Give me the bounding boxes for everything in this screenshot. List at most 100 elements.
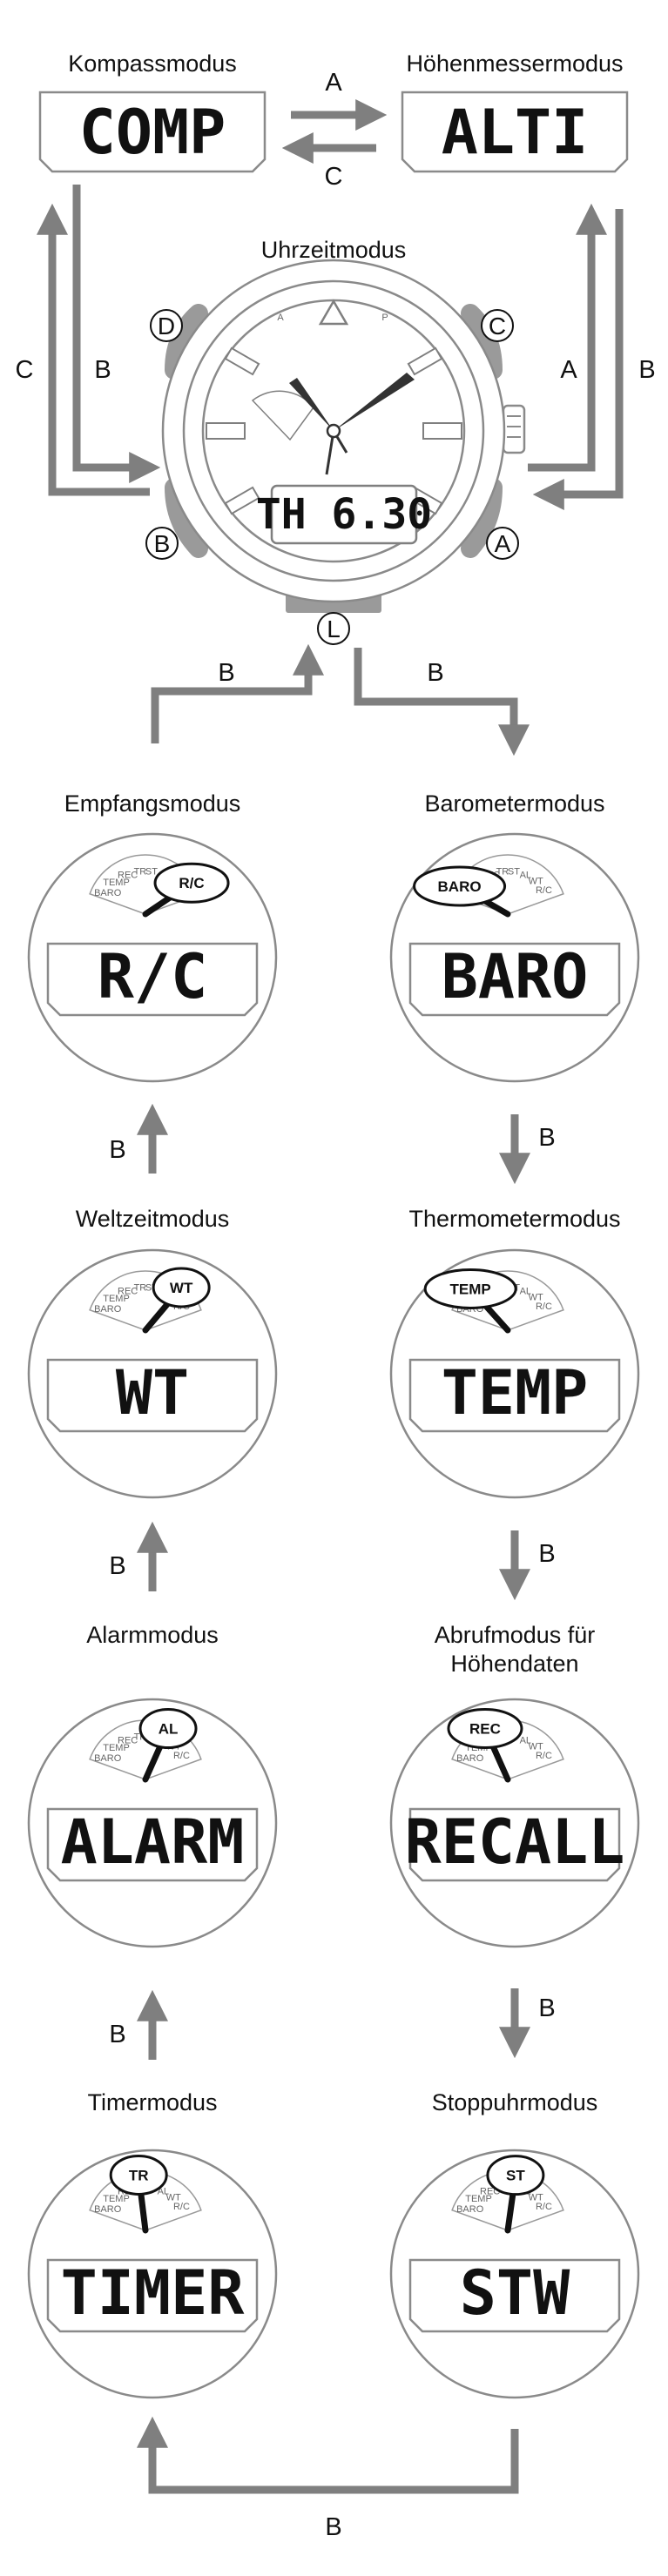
subdial-label: BARO <box>456 2204 484 2215</box>
crown[interactable] <box>502 404 526 454</box>
second-hand <box>325 430 335 475</box>
mode-highlight-label: R/C <box>179 875 204 891</box>
subdial-label: WT <box>529 1293 543 1303</box>
hour-index-3 <box>422 422 462 440</box>
flow-label-b5: B <box>109 2021 125 2048</box>
arrow-label-down-left-b: B <box>218 659 234 687</box>
subdial-label: REC <box>118 870 138 880</box>
mode-display-frame <box>46 2258 259 2333</box>
mode-highlight-label: BARO <box>438 878 482 895</box>
subdial-label: TEMP <box>103 2194 130 2204</box>
subdial-label: REC <box>118 1735 138 1745</box>
mode-display-text: TEMP <box>442 1357 589 1429</box>
altimeter-mode-title: Höhenmessermodus <box>406 50 623 77</box>
watch-digital-display <box>270 484 418 545</box>
mode-display-text: STW <box>460 2257 570 2329</box>
button-d-pusher[interactable] <box>165 304 208 380</box>
mode-highlight-ellipse <box>486 2155 545 2196</box>
subdial-label: BARO <box>456 1753 484 1764</box>
mode-highlight-label: REC <box>469 1721 501 1738</box>
mode-highlight-label: AL <box>159 1721 179 1738</box>
arrow-label-a: A <box>325 69 342 97</box>
mode-hand <box>142 1300 172 1334</box>
subdial-label: AL <box>520 1286 531 1296</box>
mode-highlight-label: TEMP <box>450 1281 491 1297</box>
subdial-label: BARO <box>94 1304 122 1315</box>
mode-display-frame <box>408 2258 621 2333</box>
flow-label-b1: B <box>109 1136 125 1164</box>
mode-watch-3: BAROTEMPRECTRSTALR/CWTWT <box>27 1248 278 1499</box>
subdial-label: TEMP <box>465 2194 492 2204</box>
mode-display-text: R/C <box>98 941 207 1012</box>
mode-watch-1: BAROTEMPRECTRSTALWTR/CR/C <box>27 832 278 1083</box>
compass-display-text: COMP <box>79 97 226 168</box>
subdial-label: R/C <box>173 2202 190 2212</box>
altimeter-display-text: ALTI <box>442 97 589 168</box>
arrow-to-reception <box>151 643 324 743</box>
subdial-label: R/C <box>536 885 552 896</box>
mode-highlight-ellipse <box>138 1708 198 1750</box>
bezel-letter-p: P <box>381 313 388 323</box>
subdial-label: ST <box>508 866 520 877</box>
subdial-label: ST <box>145 866 158 877</box>
subdial-label: REC <box>118 1286 138 1296</box>
mode-title-reception: Empfangsmodus <box>64 790 241 817</box>
mode-display-text: BARO <box>442 941 589 1012</box>
subdial-label: BARO <box>94 1753 122 1764</box>
arrow-label-left-c: C <box>16 356 34 384</box>
arrow-altimeter-to-timekeeping <box>532 209 624 510</box>
mode-display-text: WT <box>116 1357 189 1429</box>
mode-highlight-ellipse <box>413 865 507 907</box>
subdial-label: WT <box>529 2193 543 2203</box>
mode-watches: BAROTEMPRECTRSTALWTR/CR/CTEMPRECTRSTALWT… <box>27 832 640 2399</box>
watch-digital-text: TH 6.30 <box>256 490 432 539</box>
mode-hand <box>504 2192 516 2234</box>
mode-display-frame <box>408 942 621 1017</box>
mode-title-barometer: Barometermodus <box>424 790 604 817</box>
mode-hand <box>490 1744 511 1783</box>
subdial-label: WT <box>166 2193 181 2203</box>
subdial-label: TEMP <box>103 1743 130 1753</box>
subdial-label: WT <box>529 1742 543 1752</box>
mode-highlight-ellipse <box>153 862 230 904</box>
subdial-label: TEMP <box>103 1294 130 1304</box>
button-label-l: L <box>327 615 341 642</box>
watch-illustration: A P TH 6.30 <box>161 259 526 613</box>
mode-title-recall-line2: Höhendaten <box>450 1651 578 1677</box>
mode-highlight-ellipse <box>152 1267 211 1308</box>
arrow-label-left-b: B <box>94 356 111 384</box>
altimeter-display-frame <box>401 91 629 173</box>
subdial-label: R/C <box>536 1301 552 1312</box>
subdial-label: TR <box>496 866 509 877</box>
mode-display-frame <box>46 942 259 1017</box>
flow-label-b2: B <box>538 1124 555 1152</box>
mode-display-text: ALARM <box>61 1806 245 1878</box>
subdial-label: R/C <box>536 1751 552 1761</box>
arrow-to-barometer <box>354 648 530 757</box>
mode-hand <box>142 1744 163 1783</box>
subdial-label: BARO <box>94 888 122 898</box>
mode-display-frame <box>46 1807 259 1882</box>
subdial-label: AL <box>520 1735 531 1745</box>
arrow-timekeeping-to-altimeter <box>528 203 607 472</box>
subdial-label: TR <box>134 866 147 877</box>
mode-hand <box>138 2192 149 2234</box>
mode-title-stopwatch: Stoppuhrmodus <box>432 2089 598 2115</box>
subdial-label: R/C <box>536 2202 552 2212</box>
hand-pivot <box>326 423 341 439</box>
hour-hand <box>289 378 334 431</box>
mode-display-text: RECALL <box>405 1806 625 1878</box>
mode-highlight-label: ST <box>506 2168 525 2184</box>
hour-index-9 <box>206 422 246 440</box>
mode-title-alarm: Alarmmodus <box>86 1622 219 1648</box>
mode-title-thermometer: Thermometermodus <box>408 1206 620 1232</box>
button-label-b: B <box>154 530 171 557</box>
bezel-letter-a: A <box>277 313 284 323</box>
mode-highlight-ellipse <box>109 2154 168 2196</box>
flow-label-b4: B <box>538 1540 555 1568</box>
